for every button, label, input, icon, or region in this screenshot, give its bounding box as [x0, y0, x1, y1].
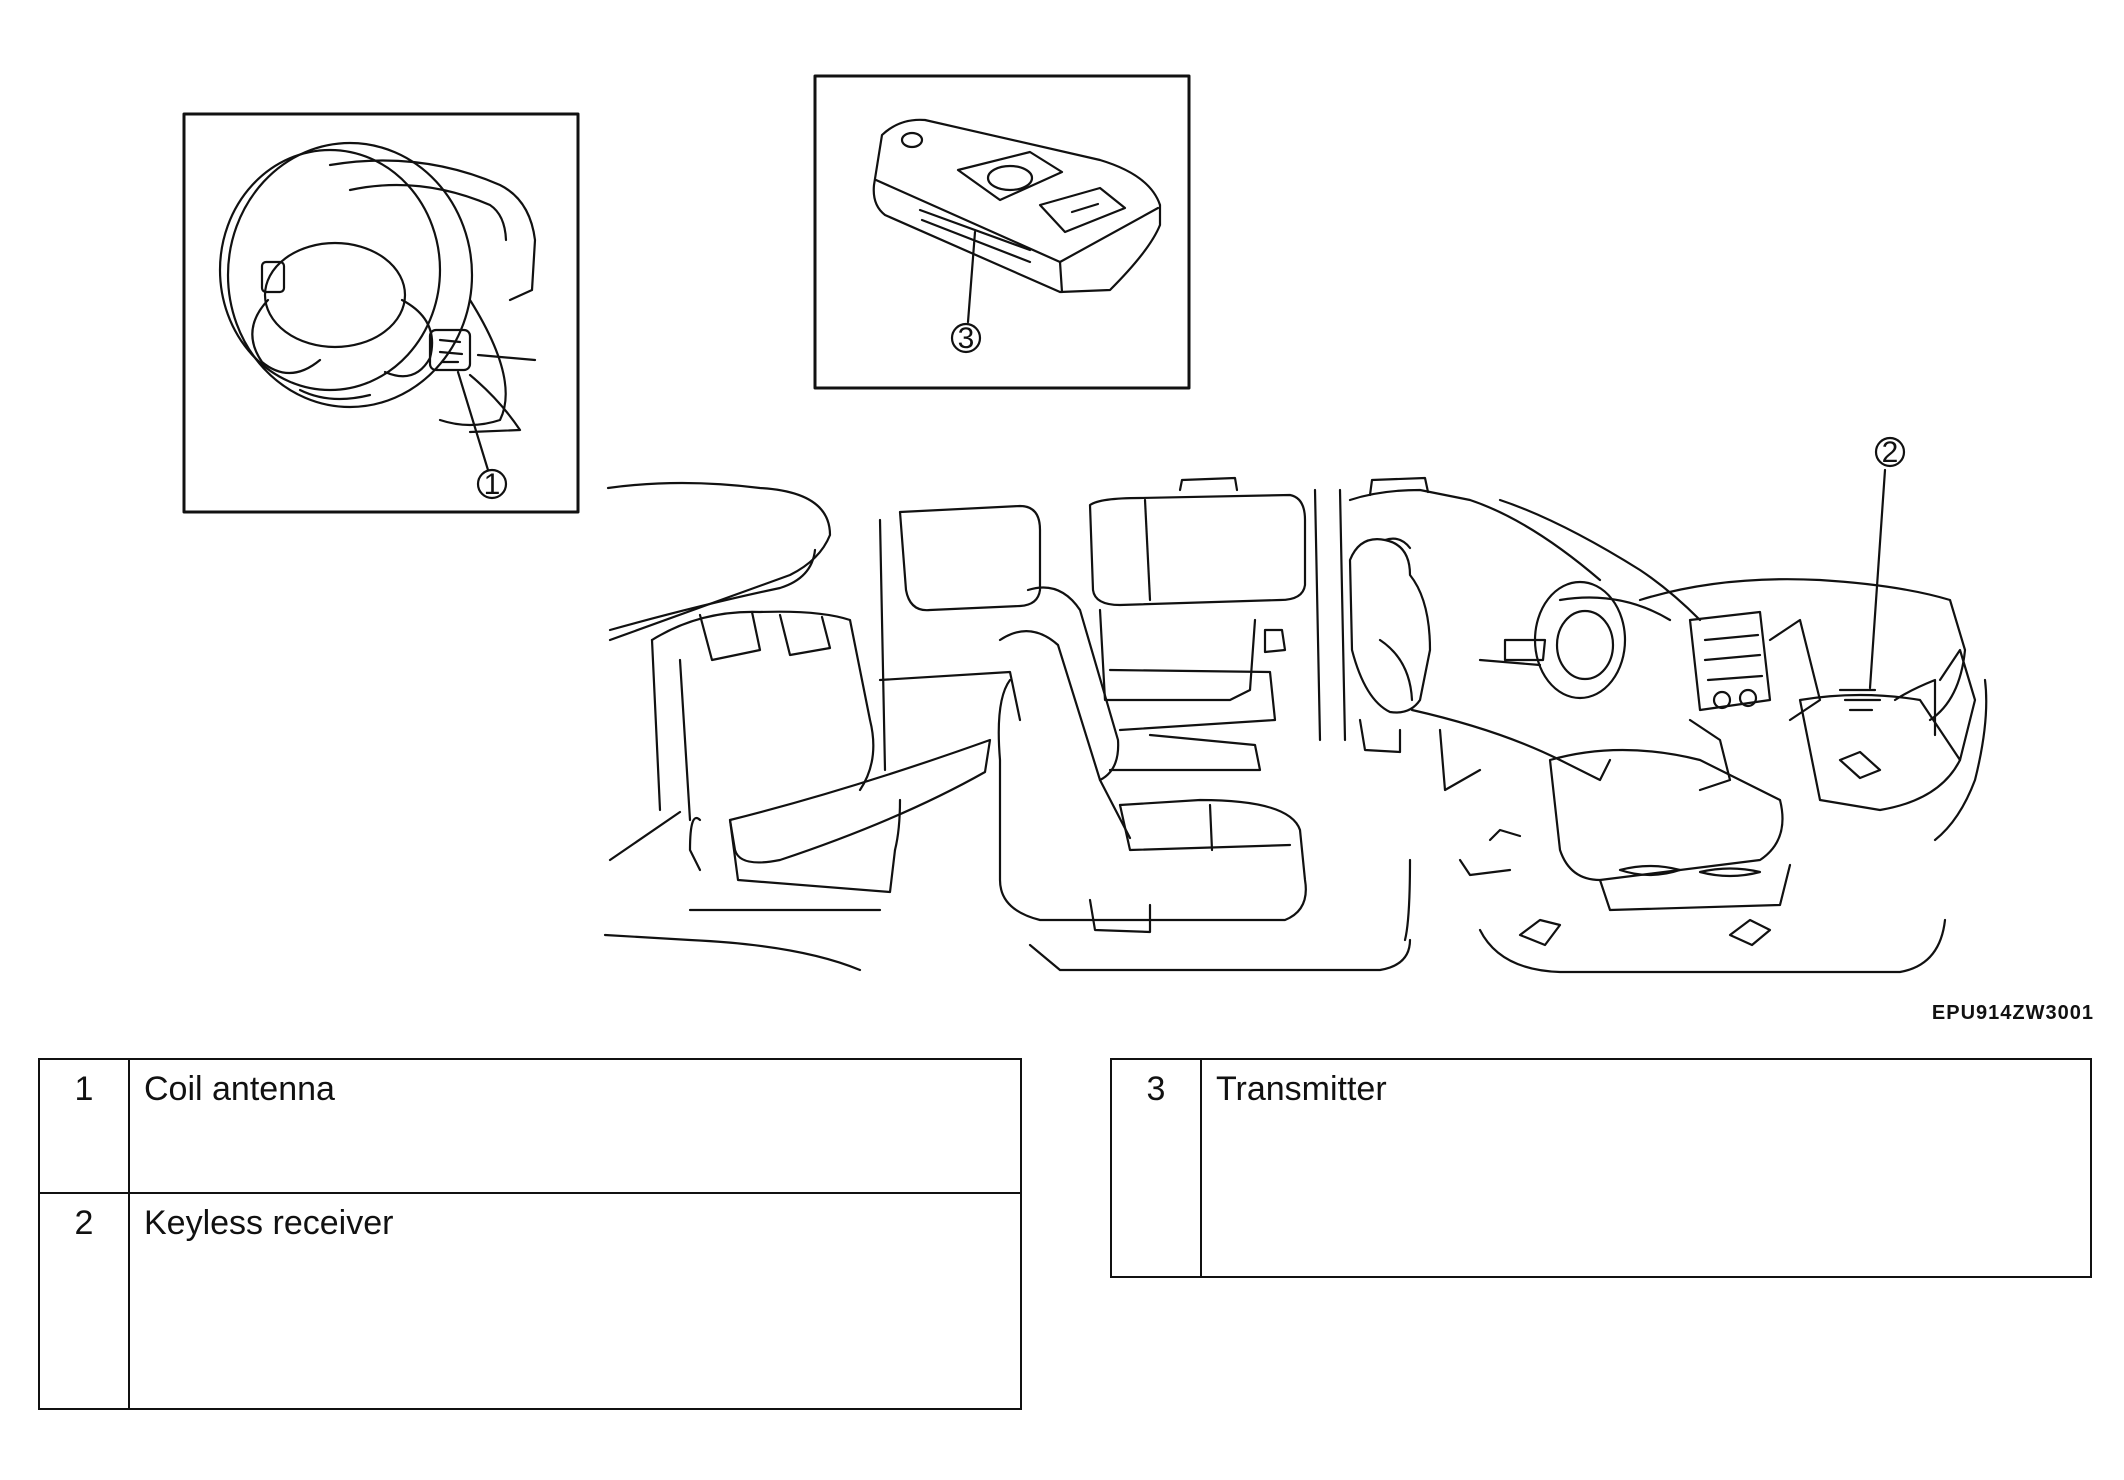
figure-code: EPU914ZW3001 — [1931, 1002, 2094, 1024]
callout-3-label: 3 — [958, 322, 975, 355]
legend-row: 2 Keyless receiver — [38, 1192, 1022, 1410]
steering-wheel-inset: 1 — [182, 112, 580, 514]
legend-table-right: 3 Transmitter — [1110, 1058, 2092, 1278]
legend-name: Coil antenna — [128, 1058, 1022, 1194]
callout-2-label: 2 — [1882, 436, 1899, 469]
legend-number: 1 — [38, 1058, 130, 1194]
vehicle-interior-cutaway: 2 — [603, 436, 1988, 974]
legend-name: Transmitter — [1200, 1058, 2092, 1278]
vehicle-interior-diagram: 1 3 — [182, 74, 1988, 974]
legend-name: Keyless receiver — [128, 1192, 1022, 1410]
legend-row: 1 Coil antenna — [38, 1058, 1022, 1194]
callout-1-label: 1 — [484, 468, 501, 501]
legend-table-left: 1 Coil antenna 2 Keyless receiver — [38, 1058, 1022, 1410]
legend-number: 3 — [1110, 1058, 1202, 1278]
transmitter-inset: 3 — [813, 74, 1191, 390]
legend-row: 3 Transmitter — [1110, 1058, 2092, 1278]
legend-number: 2 — [38, 1192, 130, 1410]
